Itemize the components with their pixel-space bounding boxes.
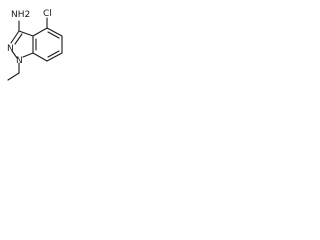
bond-c4-c5 [46,27,63,37]
bond-c4-c5-inner [47,31,60,39]
bond-ch2-ch3 [7,72,20,81]
bond-c3-c3a [18,30,34,37]
bond-c3-n2 [10,30,20,44]
bond-c3a-c4 [32,27,48,37]
bond-n2-n1 [11,50,18,59]
bond-c6-c7-inner [47,50,60,58]
ring-nitrogen-lower-label: N [16,56,23,66]
chloro-label: Cl [43,9,52,19]
ring-nitrogen-upper-label: N [7,44,14,54]
amine-label: NH2 [11,10,30,20]
bond-c3-n2-double [14,33,23,45]
bonds [7,17,63,81]
chemical-structure-diagram: NH2 Cl N N [7,9,63,81]
bond-c7-c7a [32,52,48,62]
bond-c6-c7 [46,52,63,62]
bond-n1-c7a [22,52,34,58]
